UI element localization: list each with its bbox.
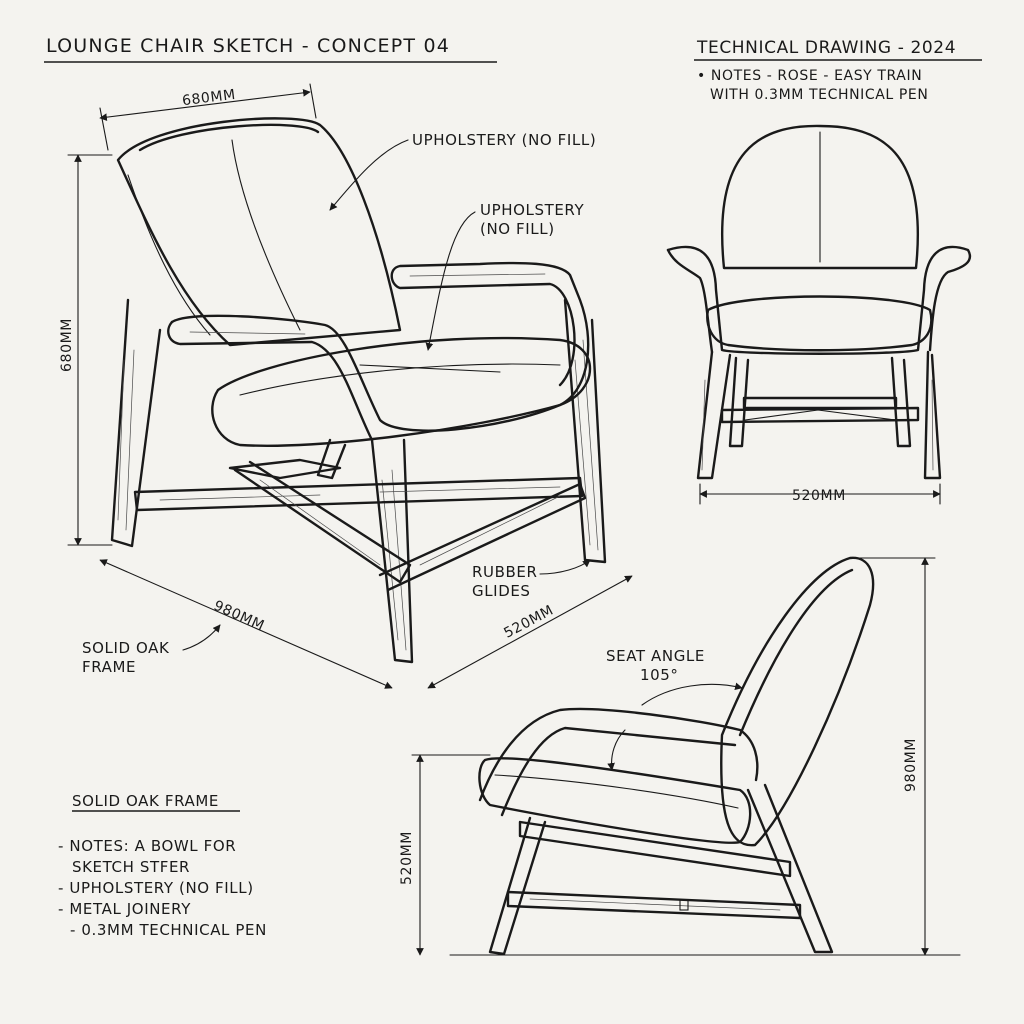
- front-dim-width-label: 520MM: [792, 488, 846, 504]
- page-title: LOUNGE CHAIR SKETCH - CONCEPT 04: [46, 35, 451, 57]
- callout-upholstery-seat-line-1: UPHOLSTERY: [480, 201, 585, 219]
- notes-item: SKETCH STFER: [72, 858, 191, 876]
- subtitle-note-line-2: WITH 0.3MM TECHNICAL PEN: [710, 87, 929, 103]
- dim-height-label: 680MM: [58, 318, 75, 372]
- notes-item: - NOTES: A BOWL FOR: [58, 837, 237, 855]
- notes-item: - 0.3MM TECHNICAL PEN: [70, 921, 267, 939]
- front-chair: [666, 124, 971, 505]
- side-dim-height-label: 980MM: [902, 738, 919, 792]
- callout-upholstery-seat-line-2: (NO FILL): [480, 220, 555, 238]
- seat-angle-value: 105°: [640, 666, 679, 684]
- seat-angle-label: SEAT ANGLE: [606, 647, 705, 665]
- callout-upholstery-back: UPHOLSTERY (NO FILL): [412, 131, 597, 149]
- notes-list: - NOTES: A BOWL FOR SKETCH STFER - UPHOL…: [58, 836, 267, 941]
- subtitle-note-line-1: • NOTES - ROSE - EASY TRAIN: [697, 68, 923, 84]
- perspective-chair: [67, 83, 633, 689]
- callout-glides-line-1: RUBBER: [472, 563, 538, 581]
- callout-frame-line-1: SOLID OAK: [82, 639, 170, 657]
- side-dim-seat-height-label: 520MM: [398, 831, 415, 885]
- page-subtitle: TECHNICAL DRAWING - 2024: [697, 38, 957, 58]
- notes-item: - METAL JOINERY: [58, 900, 191, 918]
- callout-frame-line-2: FRAME: [82, 658, 137, 676]
- notes-heading: SOLID OAK FRAME: [72, 792, 219, 810]
- callout-glides-line-2: GLIDES: [472, 582, 531, 600]
- notes-item: - UPHOLSTERY (NO FILL): [58, 879, 254, 897]
- side-chair: [411, 556, 961, 956]
